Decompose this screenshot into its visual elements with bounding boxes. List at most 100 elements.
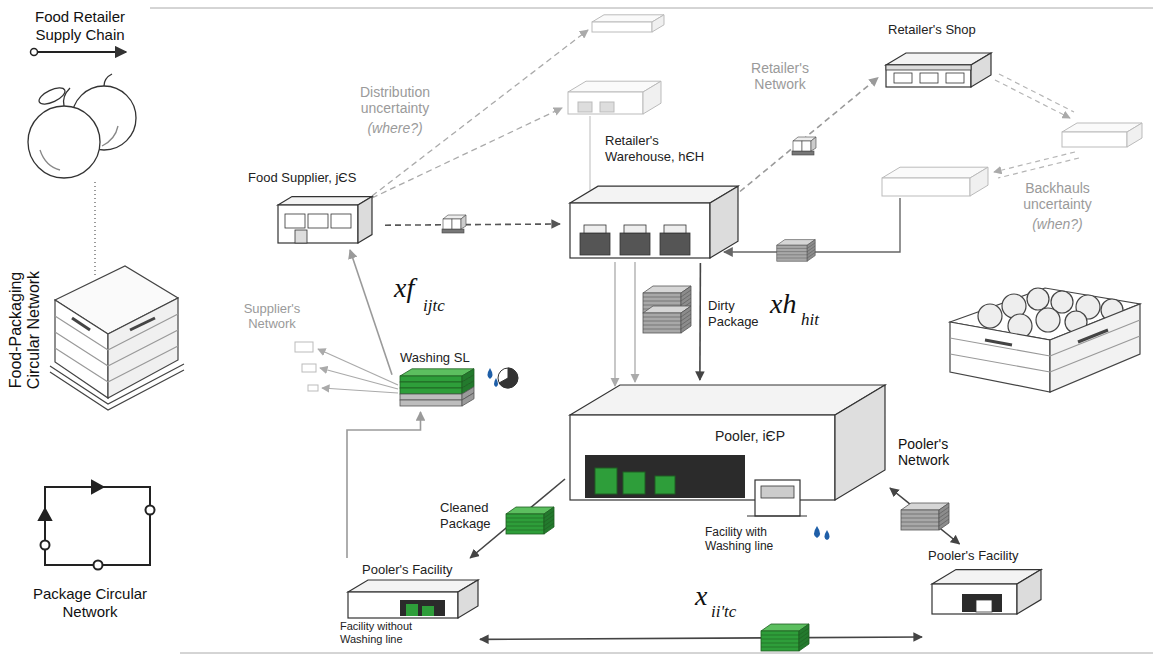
warehouse-building-outline: [620, 233, 650, 255]
delivery-arrow: [385, 224, 560, 225]
shop-building: Retailer's Shop: [878, 20, 993, 92]
washing-stack: Washing SL: [392, 350, 487, 412]
warehouse-building-outline: [570, 203, 710, 258]
warehouse-building-outline: [584, 225, 606, 233]
crate-with-apples: [950, 288, 1140, 392]
facility-building-outline: [962, 594, 1002, 612]
illustration: [50, 370, 184, 410]
pooler-building-outline: [755, 480, 800, 516]
illustration: [40, 150, 60, 170]
node-title: Food Supplier, jЄS: [248, 170, 383, 186]
supply-arrow: [350, 250, 392, 375]
illustration: [998, 158, 1079, 178]
variable-subscript: ii'tc: [711, 602, 736, 622]
shop-building-outline: [946, 73, 964, 83]
illustration: [72, 318, 90, 330]
illustration: [978, 304, 1002, 328]
pooler-building-outline: [585, 455, 745, 498]
facility-note: Facility with Washing line: [705, 525, 805, 554]
illustration: [104, 74, 112, 86]
crate-sketch: [50, 266, 184, 410]
warehouse-building-outline: [664, 225, 686, 233]
pooler-building-outline: [655, 476, 675, 494]
uncertainty-label: (where?): [340, 120, 450, 136]
illustration: [970, 167, 988, 196]
supply-chain-arrow: [31, 49, 127, 56]
variable-symbol: xf: [394, 272, 414, 304]
shop-building-outline: [886, 65, 971, 70]
washing-stack-outline: [462, 393, 474, 406]
node-title: Retailer's Shop: [888, 22, 988, 38]
section-heading: Package Circular Network: [15, 585, 165, 621]
illustration: [94, 182, 95, 278]
supplier-building: Food Supplier, jЄS: [245, 170, 385, 250]
washing-stack-outline: [400, 382, 462, 388]
warehouse-building-outline: [624, 225, 646, 233]
illustration: [643, 81, 661, 114]
distribution-arrow: [740, 78, 878, 192]
illustration: [1127, 123, 1142, 147]
shop-building-outline: [971, 53, 991, 87]
illustration: [950, 320, 1140, 372]
network-label: Retailer's Network: [740, 60, 820, 92]
washing-stack-outline: [400, 376, 462, 382]
pooler-building: Pooler, iЄP Facility with Washing line: [565, 380, 890, 560]
illustration: [94, 561, 103, 570]
facility-building-outline: [348, 592, 458, 618]
illustration: [320, 368, 398, 389]
illustration: [499, 368, 518, 388]
pooler-building-outline: [623, 472, 645, 494]
facility-building-outline: [400, 600, 445, 616]
illustration: [590, 116, 591, 190]
illustration: [634, 262, 635, 382]
warehouse-building: Retailer's Warehouse, hЄH: [560, 133, 740, 263]
uncertainty-label: Distribution uncertainty: [340, 84, 450, 116]
flow-label: Cleaned Package: [440, 500, 498, 531]
node-title: Washing SL: [400, 350, 485, 366]
backhaul-lines: [994, 74, 1079, 178]
illustration: [295, 342, 313, 352]
illustration: [1062, 132, 1127, 147]
cleaned-package-stack: [761, 624, 809, 651]
warehouse-to-pooler-lines: [615, 262, 635, 386]
illustration: [600, 102, 614, 112]
facility-building-outline: [406, 604, 418, 616]
node-title: Pooler, iЄP: [715, 428, 825, 445]
variable-symbol: xh: [770, 288, 796, 320]
facility-building-outline: [422, 606, 434, 616]
cleaned-package-stack: [506, 507, 554, 534]
return-arrow: [347, 412, 421, 558]
supplier-building-outline: [358, 197, 372, 243]
variable-subscript: hit: [801, 310, 819, 330]
warehouse-building-outline: [570, 186, 738, 203]
illustration: [318, 349, 398, 385]
pallet-icon: [792, 137, 816, 155]
frame-line: [150, 8, 1153, 653]
uncertainty-label: Backhauls uncertainty: [1005, 180, 1110, 212]
illustration: [1050, 304, 1140, 392]
warehouse-building-outline: [660, 233, 690, 255]
washing-service-level-icon: [488, 368, 519, 388]
pooler-building-outline: [595, 468, 617, 494]
illustration: [568, 92, 643, 114]
facility-building-outline: [348, 580, 478, 592]
illustration: [41, 541, 50, 550]
apple-sketch: [28, 74, 136, 178]
illustration: [578, 102, 592, 112]
supplier-building-outline: [308, 214, 328, 228]
illustration: [150, 8, 1153, 9]
section-heading: Food-Packaging Circular Network: [7, 255, 43, 405]
illustration: [45, 487, 150, 565]
supplier-building-outline: [295, 230, 307, 243]
illustration: [39, 509, 51, 520]
supplier-building-outline: [278, 197, 372, 205]
section-heading: Food Retailer Supply Chain: [15, 8, 145, 44]
node-title: Retailer's Warehouse, hЄH: [605, 133, 715, 164]
pooler-building-outline: [761, 486, 794, 498]
washing-stack-outline: [400, 369, 474, 376]
illustration: [102, 126, 118, 146]
pooler-building-outline: [835, 385, 885, 500]
illustration: [882, 178, 970, 196]
facility-building: Pooler's FacilityFacility without Washin…: [340, 558, 480, 648]
